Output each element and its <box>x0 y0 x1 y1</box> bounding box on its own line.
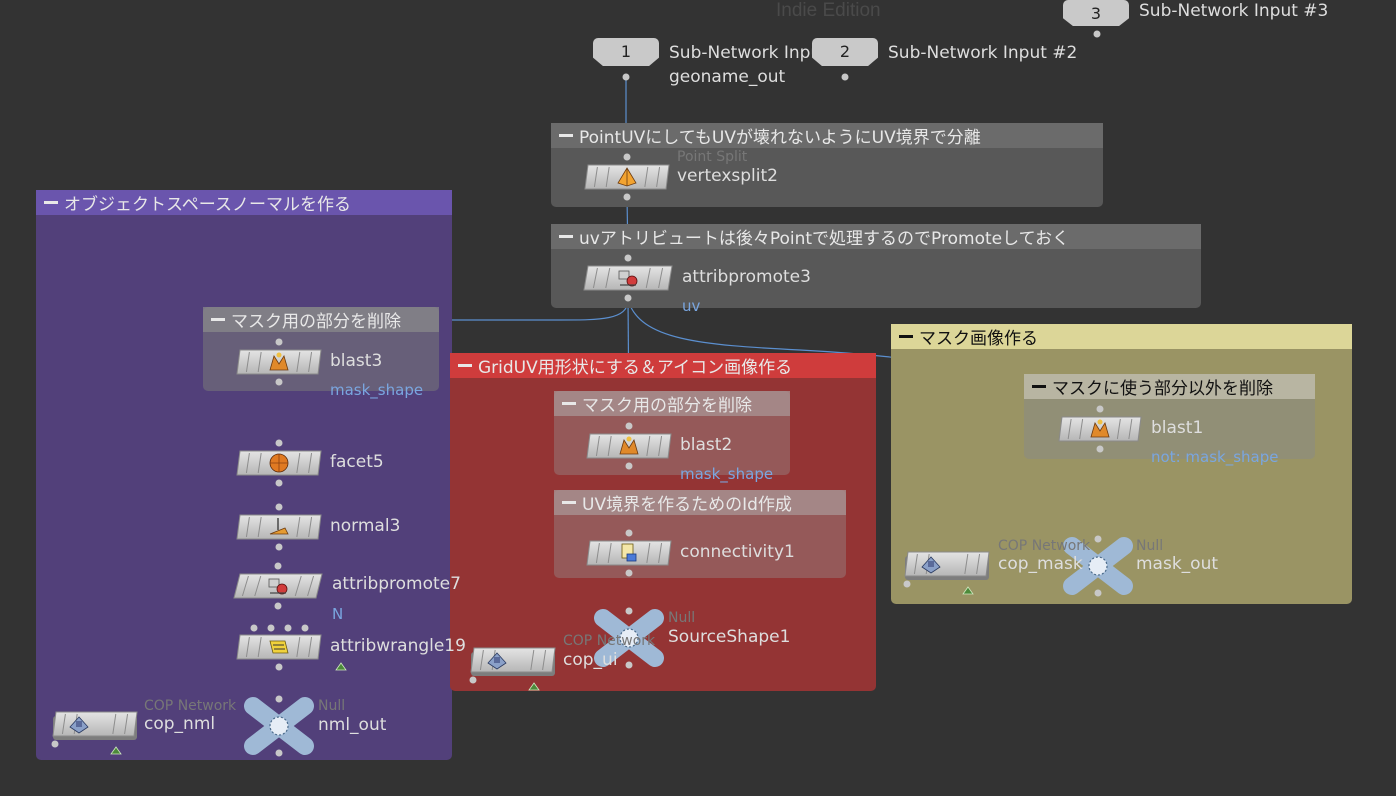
attribpromote3-parm: uv <box>682 297 701 315</box>
netbox-title: uvアトリビュートは後々Pointで処理するのでPromoteしておく <box>579 229 1070 249</box>
sourceshape1-name[interactable]: SourceShape1 <box>668 627 791 647</box>
netbox-object-space-normal[interactable]: オブジェクトスペースノーマルを作る <box>36 190 452 760</box>
netbox-mask-other-delete[interactable]: マスクに使う部分以外を削除 <box>1024 374 1315 459</box>
netbox-mask-image[interactable]: マスク画像作る <box>891 324 1352 604</box>
subnet-input-1-sublabel: geoname_out <box>669 67 786 87</box>
netbox-header[interactable]: マスク画像作る <box>891 324 1352 349</box>
nml-out-name[interactable]: nml_out <box>318 715 387 735</box>
netbox-mask-delete-mid[interactable]: マスク用の部分を削除 <box>554 391 790 475</box>
subnet-input-1-tile[interactable]: 1 <box>593 38 659 66</box>
collapse-icon[interactable] <box>562 501 576 504</box>
blast1-name[interactable]: blast1 <box>1151 418 1204 438</box>
netbox-header[interactable]: UV境界を作るためのId作成 <box>554 490 846 515</box>
netbox-title: マスク用の部分を削除 <box>231 312 401 332</box>
mask-out-type: Null <box>1136 538 1164 554</box>
netbox-title: GridUV用形状にする＆アイコン画像作る <box>478 358 793 378</box>
netbox-title: UV境界を作るためのId作成 <box>582 495 792 515</box>
blast3-parm: mask_shape <box>330 381 424 399</box>
collapse-icon[interactable] <box>458 364 472 367</box>
netbox-header[interactable]: PointUVにしてもUVが壊れないようにUV境界で分離 <box>551 123 1103 148</box>
nml-out-type: Null <box>318 698 346 714</box>
collapse-icon[interactable] <box>1032 385 1046 388</box>
cop-mask-name[interactable]: cop_mask <box>998 554 1083 574</box>
blast2-parm: mask_shape <box>680 465 774 483</box>
blast3-name[interactable]: blast3 <box>330 351 383 371</box>
indie-edition-watermark: Indie Edition <box>776 0 881 21</box>
collapse-icon[interactable] <box>211 318 225 321</box>
netbox-split[interactable]: PointUVにしてもUVが壊れないようにUV境界で分離 <box>551 123 1103 207</box>
subnet-input-2-label: Sub-Network Input #2 <box>888 43 1078 63</box>
mask-out-name[interactable]: mask_out <box>1136 554 1219 574</box>
cop-nml-type: COP Network <box>144 698 237 714</box>
collapse-icon[interactable] <box>559 235 573 238</box>
cop-nml-name[interactable]: cop_nml <box>144 714 216 734</box>
attribwrangle19-name[interactable]: attribwrangle19 <box>330 636 466 656</box>
attribpromote3-name[interactable]: attribpromote3 <box>682 267 811 287</box>
blast2-name[interactable]: blast2 <box>680 435 733 455</box>
cop-mask-type: COP Network <box>998 538 1091 554</box>
collapse-icon[interactable] <box>44 201 58 204</box>
netbox-title: PointUVにしてもUVが壊れないようにUV境界で分離 <box>579 128 981 148</box>
facet5-name[interactable]: facet5 <box>330 452 384 472</box>
subnet-input-3-label: Sub-Network Input #3 <box>1139 1 1329 21</box>
netbox-uv-id[interactable]: UV境界を作るためのId作成 <box>554 490 846 578</box>
netbox-header[interactable]: マスク用の部分を削除 <box>203 307 439 332</box>
netbox-title: オブジェクトスペースノーマルを作る <box>64 195 351 215</box>
normal3-name[interactable]: normal3 <box>330 516 401 536</box>
subnet-input-1-label: Sub-Network Input #1 <box>669 43 859 63</box>
sourceshape1-type: Null <box>668 610 696 626</box>
netbox-header[interactable]: オブジェクトスペースノーマルを作る <box>36 190 452 215</box>
netbox-promote[interactable]: uvアトリビュートは後々Pointで処理するのでPromoteしておく <box>551 224 1201 308</box>
collapse-icon[interactable] <box>559 134 573 137</box>
collapse-icon[interactable] <box>899 335 913 338</box>
attribpromote7-name[interactable]: attribpromote7 <box>332 574 461 594</box>
netbox-header[interactable]: GridUV用形状にする＆アイコン画像作る <box>450 353 876 378</box>
subnet-input-3-tile[interactable]: 3 <box>1063 0 1129 26</box>
netbox-header[interactable]: マスク用の部分を削除 <box>554 391 790 416</box>
blast1-parm: not: mask_shape <box>1151 448 1279 466</box>
netbox-title: マスク画像作る <box>919 329 1038 349</box>
cop-ui-name[interactable]: cop_ui <box>563 650 618 670</box>
vertexsplit2-name[interactable]: vertexsplit2 <box>677 166 778 186</box>
netbox-title: マスクに使う部分以外を削除 <box>1052 379 1273 399</box>
attribpromote7-parm: N <box>332 605 344 623</box>
netbox-title: マスク用の部分を削除 <box>582 396 752 416</box>
connectivity1-name[interactable]: connectivity1 <box>680 542 795 562</box>
cop-ui-type: COP Network <box>563 633 656 649</box>
netbox-header[interactable]: マスクに使う部分以外を削除 <box>1024 374 1315 399</box>
collapse-icon[interactable] <box>562 402 576 405</box>
vertexsplit2-type: Point Split <box>677 149 748 165</box>
subnet-input-2-tile[interactable]: 2 <box>812 38 878 66</box>
netbox-mask-delete-left[interactable]: マスク用の部分を削除 <box>203 307 439 391</box>
netbox-header[interactable]: uvアトリビュートは後々Pointで処理するのでPromoteしておく <box>551 224 1201 249</box>
